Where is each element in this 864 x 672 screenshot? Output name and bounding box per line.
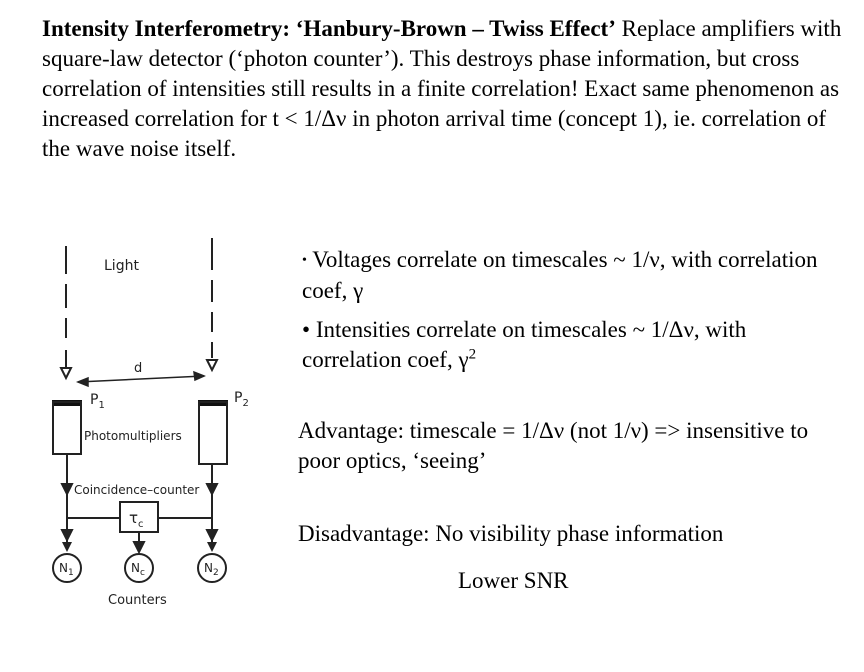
p2-label: P2 [234,390,249,409]
bullet-dot: • [302,317,311,342]
bullet-list: • Voltages correlate on timescales ~ 1/ν… [302,245,842,375]
n1-arrow [62,542,72,552]
counter-n2 [197,553,227,583]
left-light-ray [59,246,73,381]
p1-label: P1 [90,392,105,411]
right-signal-line [205,464,219,548]
bullet-intensities-text: Intensities correlate on timescales ~ 1/… [302,317,747,372]
light-label: Light [104,258,139,274]
counters-label: Counters [108,593,167,608]
bullet-intensities-sup: 2 [468,346,477,363]
n2-label: N2 [204,561,219,578]
n2-arrow [207,542,217,552]
counter-nc [124,553,154,583]
coincidence-counter-label: Coincidence–counter [74,483,199,497]
hbt-diagram: Light d P1 P2 Photomultipliers Coinciden… [52,238,249,608]
intro-paragraph: Intensity Interferometry: ‘Hanbury-Brown… [42,14,842,164]
intro-title: Intensity Interferometry: ‘Hanbury-Brown… [42,16,616,41]
lower-snr-text: Lower SNR [458,568,569,593]
n1-label: N1 [59,561,74,578]
distance-label: d [134,361,142,376]
bullet-dot: • [302,253,307,268]
nc-label: Nc [131,561,145,578]
distance-arrow [75,370,206,388]
intro-body: Replace amplifiers with square-law detec… [42,16,842,161]
left-signal-line [60,466,74,548]
tau-label: τc [129,509,144,530]
bullet-voltages-text: Voltages correlate on timescales ~ 1/ν, … [302,247,818,303]
counter-n1 [52,553,82,583]
right-light-ray [205,238,219,373]
photomultiplier-p1 [52,400,82,466]
photomultiplier-p2 [198,400,228,465]
disadvantage-text: Disadvantage: No visibility phase inform… [298,521,724,546]
coincidence-box [119,501,159,533]
box-to-nc-line [132,532,146,555]
advantage-text: Advantage: timescale = 1/Δν (not 1/ν) =>… [298,418,809,473]
bullet-intensities: • Intensities correlate on timescales ~ … [302,315,842,375]
bullet-voltages: • Voltages correlate on timescales ~ 1/ν… [302,245,842,306]
photomultipliers-label: Photomultipliers [84,429,182,443]
